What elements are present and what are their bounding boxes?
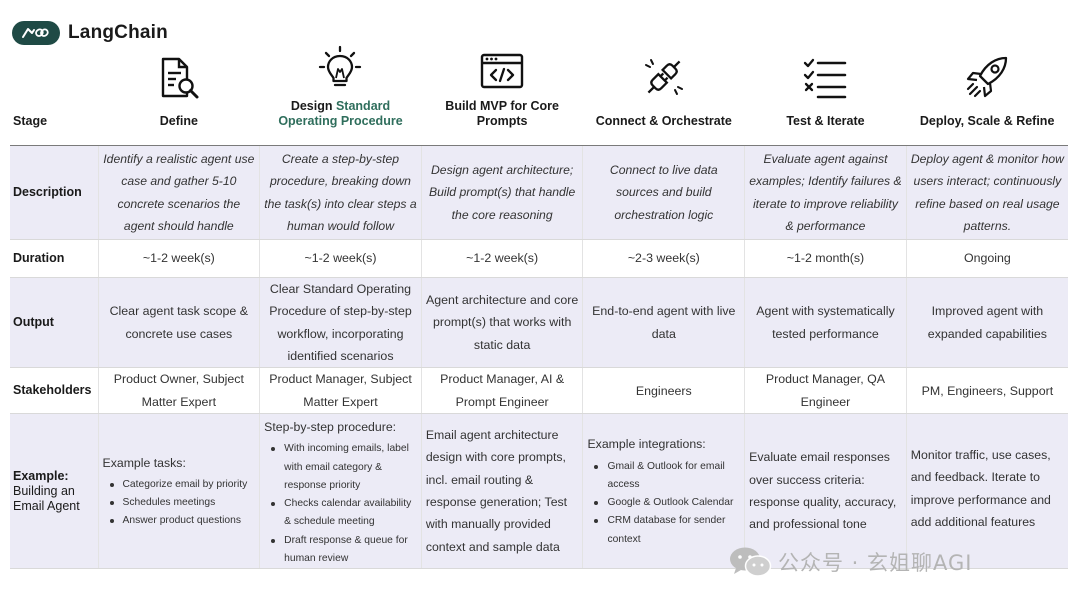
table-cell: Clear agent task scope & concrete use ca…	[98, 277, 261, 369]
table-cell: PM, Engineers, Support	[906, 367, 1068, 415]
table-cell: Example integrations: Gmail & Outlook fo…	[582, 413, 746, 569]
table-cell: Deploy agent & monitor how users interac…	[906, 145, 1068, 240]
table-row-duration: Duration ~1-2 week(s) ~1-2 week(s) ~1-2 …	[10, 239, 1068, 278]
table-cell: Ongoing	[906, 239, 1068, 278]
table-cell: Connect to live data sources and build o…	[582, 145, 746, 240]
stage-header-deploy: Deploy, Scale & Refine	[906, 45, 1068, 146]
row-label: Stakeholders	[10, 367, 99, 415]
list-item: Checks calendar availability & schedule …	[264, 495, 419, 531]
example-list: Categorize email by priority Schedules m…	[103, 476, 258, 531]
table-cell: Evaluate email responses over success cr…	[744, 413, 907, 569]
stage-title-design-highlight: Standard Operating Procedure	[278, 99, 403, 128]
checklist-icon	[804, 58, 847, 99]
stage-title-define: Define	[159, 114, 198, 128]
list-item: With incoming emails, label with email c…	[264, 440, 419, 495]
table-row-stakeholders: Stakeholders Product Owner, Subject Matt…	[10, 367, 1068, 415]
example-list: With incoming emails, label with email c…	[264, 440, 419, 567]
table-row-output: Output Clear agent task scope & concrete…	[10, 277, 1068, 369]
table-cell: Agent with systematically tested perform…	[744, 277, 907, 369]
brand-name: LangChain	[68, 22, 168, 43]
example-intro: Step-by-step procedure:	[264, 420, 397, 435]
list-item: Google & Outlook Calendar	[587, 494, 742, 512]
row-label: Description	[10, 145, 99, 240]
table-cell: Identify a realistic agent use case and …	[98, 145, 261, 240]
list-item: Answer product questions	[103, 512, 258, 530]
document-search-icon	[161, 57, 199, 99]
example-intro: Email agent architecture design with cor…	[425, 428, 568, 554]
stage-title-design-prefix: Design	[290, 99, 336, 113]
table-cell: Engineers	[582, 367, 746, 415]
table-cell: Step-by-step procedure: With incoming em…	[259, 413, 422, 569]
row-label-title: Example:	[13, 468, 69, 483]
stage-title-build-mvp: Build MVP for Core Prompts	[445, 99, 559, 128]
watermark-text: 公众号 · 玄姐聊AGI	[778, 551, 973, 575]
stage-title-deploy: Deploy, Scale & Refine	[919, 114, 1055, 128]
table-cell: ~1-2 week(s)	[98, 239, 261, 278]
stage-title-connect: Connect & Orchestrate	[595, 114, 732, 128]
table-cell: Evaluate agent against examples; Identif…	[744, 145, 907, 240]
table-cell: Improved agent with expanded capabilitie…	[906, 277, 1068, 369]
table-row-example: Example: Building an Email Agent Example…	[10, 413, 1068, 569]
table-cell: ~2-3 week(s)	[582, 239, 746, 278]
list-item: CRM database for sender context	[587, 512, 742, 548]
row-label: Duration	[10, 239, 99, 278]
stage-header-design-sop: Design Standard Operating Procedure	[259, 45, 422, 146]
row-label: Example: Building an Email Agent	[10, 413, 99, 569]
wechat-icon	[730, 547, 772, 577]
list-item: Schedules meetings	[103, 494, 258, 512]
example-intro: Example integrations:	[587, 437, 706, 452]
brand-logo: LangChain	[12, 20, 168, 46]
stage-header-connect: Connect & Orchestrate	[582, 45, 745, 146]
table-cell: Monitor traffic, use cases, and feedback…	[906, 413, 1068, 569]
table-cell: ~1-2 week(s)	[421, 239, 584, 278]
table-cell: Product Manager, Subject Matter Expert	[259, 367, 422, 415]
stage-title-test: Test & Iterate	[786, 114, 865, 128]
table-row-description: Description Identify a realistic agent u…	[10, 145, 1068, 240]
list-item: Gmail & Outlook for email access	[587, 458, 742, 494]
table-cell: Agent architecture and core prompt(s) th…	[421, 277, 584, 369]
table-cell: Product Manager, QA Engineer	[744, 367, 907, 415]
table-cell: Email agent architecture design with cor…	[421, 413, 584, 569]
agent-stages-table: Stage Define	[10, 45, 1068, 569]
stage-header: Stage	[10, 45, 98, 146]
lightbulb-icon	[319, 45, 362, 87]
stage-header-build-mvp: Build MVP for Core Prompts	[421, 45, 583, 146]
table-cell: Clear Standard Operating Procedure of st…	[259, 277, 422, 369]
row-label-subtitle: Building an Email Agent	[13, 483, 80, 513]
example-intro: Monitor traffic, use cases, and feedback…	[910, 448, 1051, 530]
parrot-link-icon	[12, 21, 60, 45]
table-cell: Product Manager, AI & Prompt Engineer	[421, 367, 584, 415]
table-cell: End-to-end agent with live data	[582, 277, 746, 369]
table-cell: Create a step-by-step procedure, breakin…	[259, 145, 422, 240]
table-cell: ~1-2 month(s)	[744, 239, 907, 278]
rocket-icon	[967, 56, 1008, 98]
example-list: Gmail & Outlook for email access Google …	[587, 458, 742, 549]
list-item: Categorize email by priority	[103, 476, 258, 494]
table-cell: ~1-2 week(s)	[259, 239, 422, 278]
header-row: Stage Define	[10, 45, 1068, 146]
stage-header-define: Define	[98, 45, 260, 146]
stage-header-test: Test & Iterate	[744, 45, 907, 146]
watermark: 公众号 · 玄姐聊AGI	[728, 546, 973, 578]
table-cell: Product Owner, Subject Matter Expert	[98, 367, 261, 415]
table-cell: Example tasks: Categorize email by prior…	[98, 413, 261, 569]
example-intro: Example tasks:	[102, 455, 186, 470]
list-item: Draft response & queue for human review	[264, 532, 419, 568]
table-cell: Design agent architecture; Build prompt(…	[421, 145, 584, 240]
example-intro: Evaluate email responses over success cr…	[749, 450, 897, 532]
plug-connect-icon	[644, 59, 683, 95]
code-window-icon	[480, 53, 524, 89]
row-label: Output	[10, 277, 99, 369]
